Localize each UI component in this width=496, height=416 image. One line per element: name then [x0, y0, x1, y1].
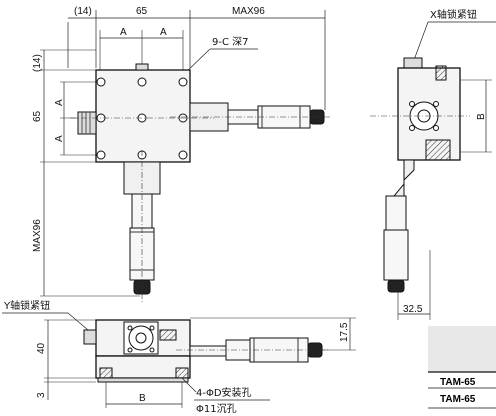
dim-a-left-1: A — [54, 99, 65, 106]
dim-14-side: (14) — [32, 54, 43, 72]
dim-14-top: (14) — [74, 6, 92, 17]
mount-holes — [96, 77, 188, 160]
table-row: TAM-65 — [440, 394, 476, 405]
dim-32-5: 32.5 — [403, 304, 423, 315]
dim-a2: A — [160, 27, 167, 38]
dim-b-right: B — [476, 113, 487, 120]
dim-a1: A — [120, 27, 127, 38]
dim-b-bottom: B — [139, 393, 146, 404]
mount-hole-label: 4-ΦD安装孔 — [196, 386, 252, 399]
y-lock-label: Y轴锁紧钮 — [3, 299, 50, 312]
front-view: Y轴锁紧钮 40 3 — [2, 299, 356, 415]
thread-note: 9-C 深7 — [212, 36, 249, 48]
dim-3: 3 — [36, 392, 47, 398]
counterbore-label: Φ11沉孔 — [196, 402, 237, 415]
dim-65-top: 65 — [136, 6, 148, 17]
dim-max96-top: MAX96 — [232, 6, 265, 17]
dim-17-5: 17.5 — [339, 322, 350, 342]
x-lock-label: X轴锁紧钮 — [430, 8, 477, 21]
spec-table: TAM-65 TAM-65 — [428, 326, 496, 409]
side-view: X轴锁紧钮 B 32.5 — [370, 8, 496, 320]
top-view: (14) 65 MAX96 A A 9-C 深7 (14) 65 MAX96 A… — [32, 6, 330, 302]
dim-65-left: 65 — [32, 110, 43, 122]
dim-a-left-2: A — [54, 135, 65, 142]
table-row: TAM-65 — [440, 377, 476, 388]
dim-max96-left: MAX96 — [32, 219, 43, 252]
dim-40: 40 — [36, 342, 47, 354]
